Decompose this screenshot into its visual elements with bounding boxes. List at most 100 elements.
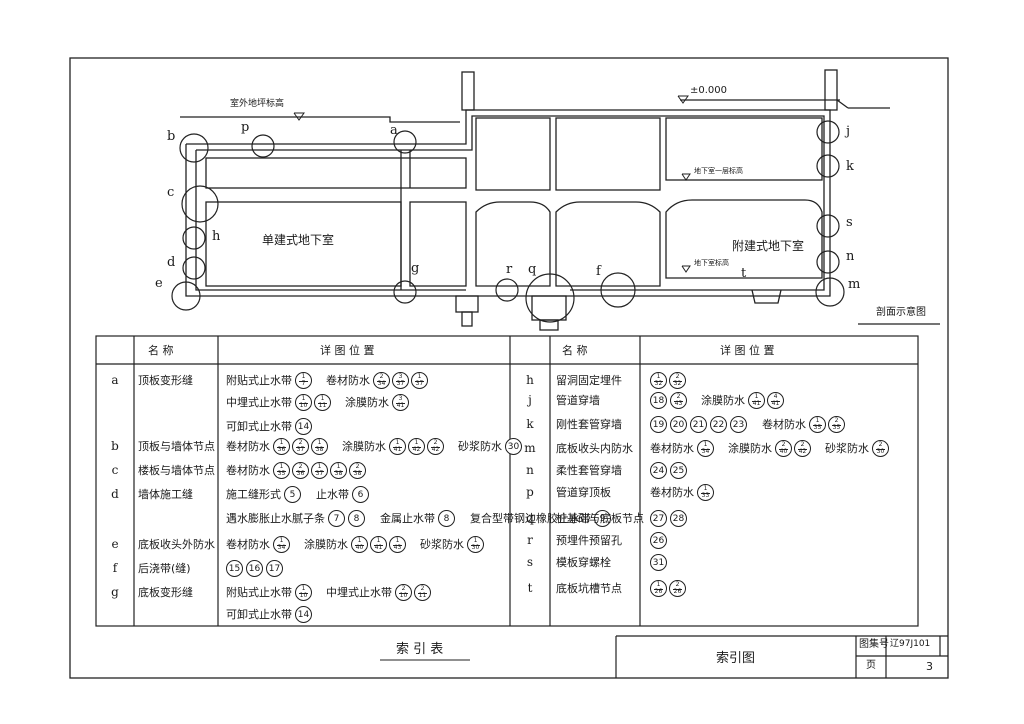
sheet-border xyxy=(69,57,949,679)
node-a-circle xyxy=(393,130,417,154)
detail-ref-circle[interactable]: 5 xyxy=(284,486,301,503)
detail-ref-divider xyxy=(299,402,308,404)
detail-method-label: 涂膜防水 xyxy=(342,440,386,453)
detail-ref-detail-number: 1 xyxy=(301,373,306,380)
detail-ref-divider xyxy=(277,470,286,472)
detail-ref-circle[interactable]: 24 xyxy=(650,462,667,479)
detail-ref-page-number: 41 xyxy=(771,400,780,407)
detail-ref-page-number: 35 xyxy=(832,424,841,431)
row-name: 后浇带(缝) xyxy=(138,562,191,575)
detail-ref-circle[interactable]: 26 xyxy=(650,532,667,549)
detail-ref-circle[interactable]: 14 xyxy=(295,418,312,435)
detail-ref-page-number: 35 xyxy=(277,470,286,477)
detail-ref-circle[interactable]: 21 xyxy=(690,416,707,433)
detail-ref-circle[interactable]: 6 xyxy=(352,486,369,503)
detail-ref-page-number: 42 xyxy=(431,446,440,453)
detail-ref-detail-number: 2 xyxy=(675,373,680,380)
node-r-circle xyxy=(495,278,519,302)
node-letter-j: j xyxy=(846,124,851,139)
detail-ref-detail-number: 2 xyxy=(401,585,406,592)
detail-ref-divider xyxy=(315,470,324,472)
detail-ref-page-number: 34 xyxy=(277,544,286,551)
detail-ref-detail-number: 1 xyxy=(395,439,400,446)
detail-ref-divider xyxy=(412,446,421,448)
detail-ref-circle[interactable]: 8 xyxy=(348,510,365,527)
detail-ref-circle[interactable]: 14 xyxy=(295,606,312,623)
node-k-circle xyxy=(816,154,840,178)
detail-ref-circle[interactable]: 23 xyxy=(730,416,747,433)
detail-ref-divider xyxy=(674,400,683,402)
detail-ref-circle[interactable]: 31 xyxy=(650,554,667,571)
detail-method-label: 砂浆防水 xyxy=(458,440,502,453)
detail-ref-circle[interactable]: 19 xyxy=(650,416,667,433)
detail-ref-circle[interactable]: 8 xyxy=(438,510,455,527)
detail-ref-detail-number: 1 xyxy=(414,439,419,446)
detail-ref-circle[interactable]: 27 xyxy=(650,510,667,527)
detail-ref-circle[interactable]: 7 xyxy=(328,510,345,527)
node-s-circle xyxy=(816,214,840,238)
detail-ref-divider xyxy=(752,400,761,402)
detail-ref-circle[interactable]: 30 xyxy=(505,438,522,455)
detail-ref-circle[interactable]: 22 xyxy=(710,416,727,433)
detail-ref-circle[interactable]: 17 xyxy=(266,560,283,577)
detail-ref-circle[interactable]: 18 xyxy=(650,392,667,409)
detail-ref-circle[interactable]: 28 xyxy=(670,510,687,527)
node-letter-f: f xyxy=(596,264,601,279)
detail-ref-page-number: 37 xyxy=(296,446,305,453)
detail-method-label: 可卸式止水带 xyxy=(226,608,292,621)
detail-ref-circle[interactable]: 20 xyxy=(670,416,687,433)
detail-ref-circle[interactable]: 25 xyxy=(670,462,687,479)
row-code: e xyxy=(111,537,119,551)
detail-ref-circle[interactable]: 9 xyxy=(594,510,611,527)
detail-method-label: 涂膜防水 xyxy=(345,396,389,409)
detail-ref-circle[interactable]: 15 xyxy=(226,560,243,577)
detail-method-label: 卷材防水 xyxy=(650,442,694,455)
detail-ref-circle[interactable]: 16 xyxy=(246,560,263,577)
detail-ref-detail-number: 1 xyxy=(357,537,362,544)
detail-ref-divider xyxy=(334,470,343,472)
row-name: 顶板与墙体节点 xyxy=(138,440,215,453)
detail-ref-divider xyxy=(318,402,327,404)
row-name: 模板穿螺栓 xyxy=(556,556,611,569)
